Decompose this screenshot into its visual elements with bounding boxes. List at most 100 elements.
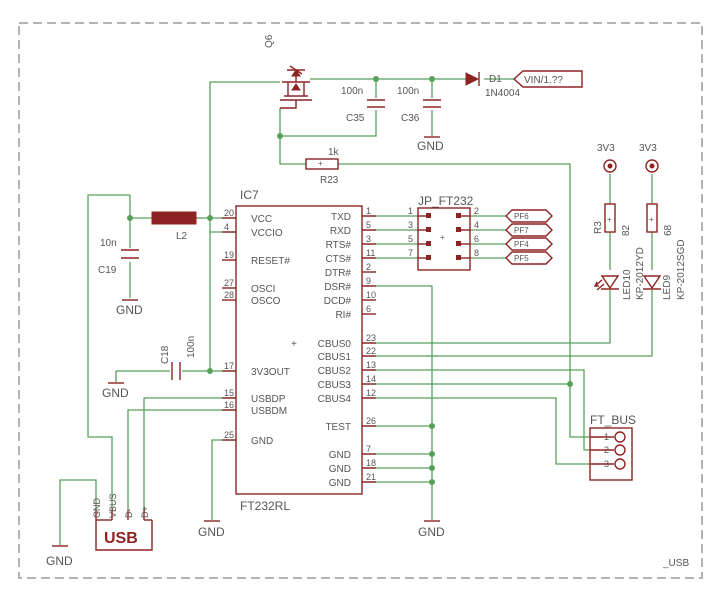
svg-text:+: + [291,339,297,350]
ic-pin-number: 26 [366,416,376,426]
ic-pin-number: 18 [366,458,376,468]
svg-text:GND: GND [417,139,444,153]
supply-3v3-right: 3V3 [639,143,659,173]
ic-ref: IC7 [240,188,259,202]
ft-bus-pin-3: 3 [590,458,626,470]
c36-ref: C36 [401,113,420,124]
ic-pin-label: TEST [325,422,351,433]
ic-pin-number: 3 [366,234,371,244]
d1-ref: D1 [489,74,502,85]
ic-pin-label: USBDP [251,394,286,405]
led9-ref: LED9 [662,275,673,300]
ic-pin-number: 17 [224,361,234,371]
ic-pin-label: DTR# [325,268,352,279]
led9-value: KP-2012SGD [676,239,687,300]
ic-part: FT232RL [240,499,290,513]
header-pin-number: 6 [474,234,479,244]
ic-pin-number: 19 [224,250,234,260]
capacitor-c36: 100n C36 [397,86,441,124]
ic-pin-number: 7 [366,444,371,454]
ic-pin-number: 11 [366,248,375,258]
mosfet-q6: Q6 [264,34,312,109]
port-label-pf4: PF4 [505,237,553,251]
ic-pin-number: 22 [366,346,376,356]
ic-pin-label: RESET# [251,256,290,267]
c36-value: 100n [397,86,419,97]
r3-value: 82 [621,224,632,236]
ic-pin-label: VCC [251,214,272,225]
ic-pin-label: GND [251,436,273,447]
ic-pin-number: 21 [366,472,376,482]
c35-ref: C35 [346,113,365,124]
l2-ref: L2 [176,231,188,242]
capacitor-c18: C18 100n [160,336,197,380]
port-label-pf6: PF6 [505,209,553,223]
svg-text:VIN/1.??: VIN/1.?? [524,75,563,86]
gnd-symbol-test: GND [418,520,445,539]
gnd-symbol-c36: GND [417,136,444,153]
ic-pin-label: DSR# [324,282,351,293]
resistor-r3: + R3 82 [593,203,632,236]
ic-pin-number: 2 [366,262,371,272]
ic-pin-number: 23 [366,333,376,343]
header-pin-number: 7 [408,248,413,258]
ic-pin-label: RI# [335,310,351,321]
ic-pin-number: 28 [224,290,234,300]
svg-text:GND: GND [92,498,102,519]
header-pin-number: 2 [474,206,479,216]
r4-value: 68 [663,224,674,236]
ic-pin-number: 13 [366,360,376,370]
ic-pin-label: CTS# [325,254,351,265]
ic-pin-number: 9 [366,276,371,286]
d1-value: 1N4004 [485,88,520,99]
r3-ref: R3 [593,221,604,234]
svg-text:3V3: 3V3 [639,143,657,154]
c19-value: 10n [100,238,117,249]
ft-bus-pin-1: 1 [590,431,626,443]
ic-pin-number: 16 [224,400,234,410]
q6-ref: Q6 [264,34,275,48]
svg-text:+: + [440,233,445,242]
svg-text:+: + [607,215,612,224]
ic-pin-label: OSCI [251,284,275,295]
ic-pin-number: 27 [224,278,234,288]
ic-pin-label: CBUS2 [318,366,352,377]
svg-text:D-: D- [124,509,134,519]
header-pin-number: 5 [408,234,413,244]
header-pin-number: 1 [408,206,413,216]
led-led10: LED10 KP-2012YD [593,247,646,300]
ic-pin-label: CBUS3 [318,380,352,391]
ic-pin-number: 20 [224,208,234,218]
ic-pin-label: TXD [331,212,351,223]
junction-dots [127,76,573,485]
ft-bus-pin-2: 2 [590,444,626,456]
ic-pin-label: GND [329,450,351,461]
ic-pin-ri-6: 6RI# [335,304,376,321]
port-label-pf5: PF5 [505,251,553,265]
ic-pin-number: 14 [366,374,376,384]
ic-pin-label: USBDM [251,406,287,417]
svg-text:PF4: PF4 [514,240,529,249]
led-led9: LED9 KP-2012SGD [642,239,687,300]
ic-pin-label: CBUS4 [318,394,352,405]
net-label-vin: VIN/1.?? [512,70,583,88]
ic-pin-label: RXD [330,226,351,237]
usb-ref: USB [104,530,138,547]
